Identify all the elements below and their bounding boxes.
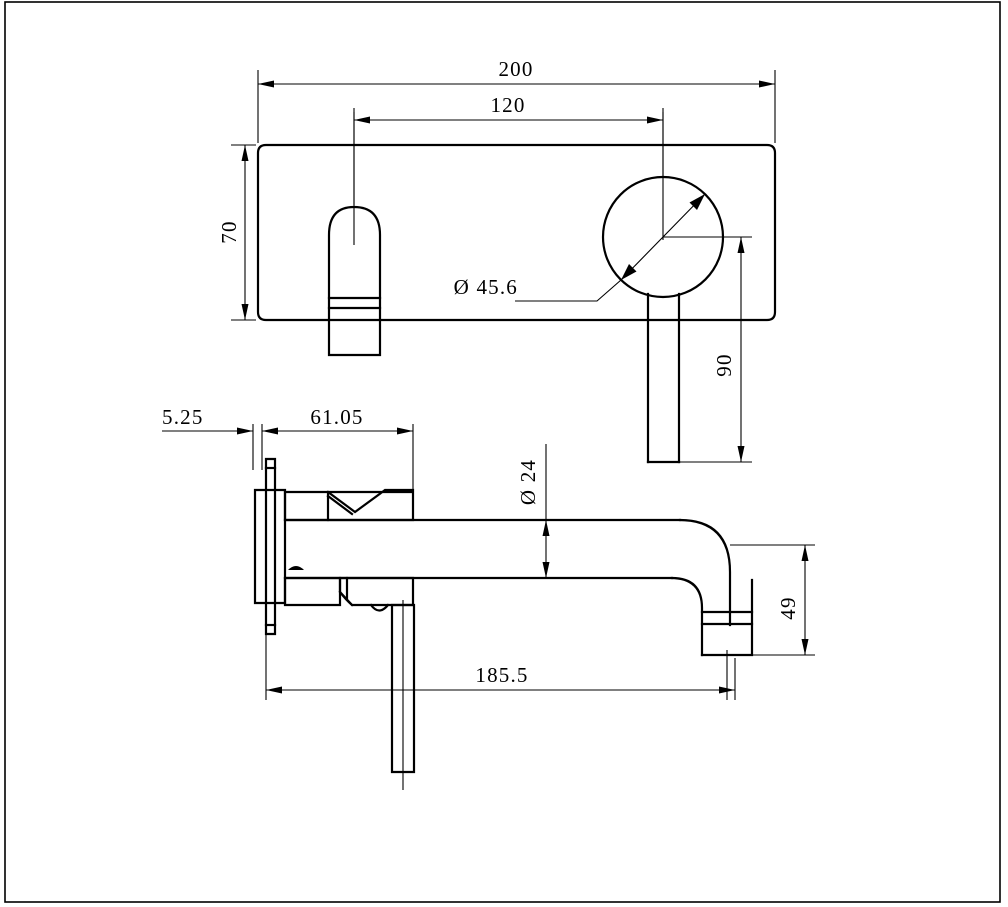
body-seal-nub bbox=[288, 566, 304, 570]
dimension-spout-drop: 90 bbox=[648, 236, 752, 463]
dim-90-arrow-bottom bbox=[737, 446, 745, 462]
cartridge-housing-chamfer bbox=[338, 590, 354, 607]
side-section-view: 5.25 61.05 Ø 24 49 bbox=[162, 405, 815, 790]
dimension-spread: 120 bbox=[353, 93, 664, 205]
dim-61-05-arrow-right bbox=[397, 427, 413, 435]
dim-diameter-45-6-text: Ø 45.6 bbox=[454, 275, 518, 299]
front-elevation-view: 200 120 70 Ø 45.6 bbox=[217, 57, 777, 464]
wall-plate-outline bbox=[256, 143, 777, 322]
dimension-plate-height: 70 bbox=[217, 144, 256, 321]
dim-120-arrow-right bbox=[647, 116, 663, 124]
spout-tip-outline bbox=[700, 578, 754, 657]
mixer-body-facet-curve bbox=[326, 494, 354, 516]
mixer-body-upper-outline bbox=[283, 490, 415, 522]
dim-diameter-45-6-leader bbox=[515, 279, 622, 302]
spout-elbow-inner-curve bbox=[670, 576, 704, 657]
dimension-plate-thickness: 5.25 bbox=[162, 405, 263, 470]
lever-arm-outline bbox=[390, 603, 416, 774]
dimension-spout-tip-height: 49 bbox=[730, 544, 815, 656]
dimension-body-projection: 61.05 bbox=[262, 405, 414, 490]
dimension-spout-diameter: Ø 24 bbox=[516, 444, 550, 578]
dimension-handle-diameter: Ø 45.6 bbox=[454, 193, 706, 302]
cartridge-screw-boss bbox=[369, 603, 390, 612]
dim-5-25-text: 5.25 bbox=[162, 405, 204, 429]
dim-120-text: 120 bbox=[490, 93, 525, 117]
dim-diameter-24-arrow-bottom bbox=[542, 562, 550, 578]
dim-49-text: 49 bbox=[776, 596, 800, 619]
dim-61-05-arrow-left bbox=[262, 427, 278, 435]
cartridge-neck-outline bbox=[283, 576, 342, 607]
dimension-spout-reach: 185.5 bbox=[265, 560, 736, 700]
dim-diameter-24-text: Ø 24 bbox=[516, 459, 540, 505]
dimension-overall-width: 200 bbox=[257, 57, 776, 143]
dim-5-25-arrow bbox=[237, 427, 253, 435]
spout-elbow-outer-curve bbox=[678, 518, 732, 627]
dim-90-arrow-top bbox=[737, 237, 745, 253]
cartridge-housing-outline bbox=[338, 576, 415, 607]
dim-185-5-text: 185.5 bbox=[475, 663, 528, 687]
dim-diameter-45-6-arrow-upper bbox=[689, 194, 705, 210]
dim-61-05-text: 61.05 bbox=[310, 405, 363, 429]
escutcheon-cover-outline bbox=[253, 488, 287, 605]
mixer-body-facet-angle bbox=[326, 488, 415, 514]
dim-70-arrow-top bbox=[241, 145, 249, 161]
dim-200-arrow-left bbox=[258, 80, 274, 88]
dim-120-arrow-left bbox=[354, 116, 370, 124]
dim-200-arrow-right bbox=[759, 80, 775, 88]
sheet-border bbox=[4, 1, 1001, 903]
dim-90-text: 90 bbox=[712, 353, 736, 376]
escutcheon-flange-outline bbox=[264, 457, 277, 636]
dim-70-arrow-bottom bbox=[241, 304, 249, 320]
dim-49-arrow-bottom bbox=[801, 639, 809, 655]
dim-185-5-arrow-left bbox=[266, 686, 282, 694]
dim-70-text: 70 bbox=[217, 220, 241, 243]
dim-200-text: 200 bbox=[498, 57, 533, 81]
dim-49-arrow-top bbox=[801, 545, 809, 561]
dim-diameter-24-arrow-top bbox=[542, 520, 550, 536]
dim-diameter-45-6-arrow-lower bbox=[621, 264, 637, 280]
